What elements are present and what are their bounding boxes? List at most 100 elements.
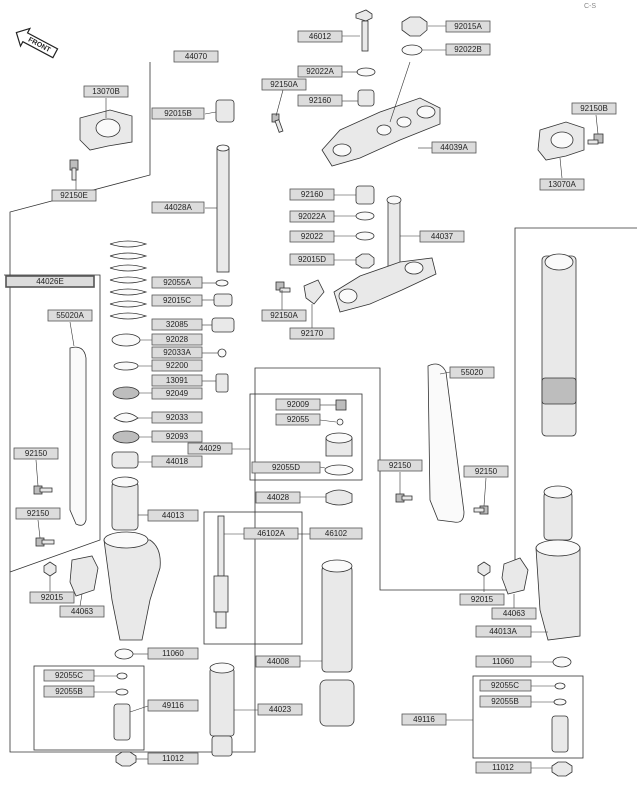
label-92150-l2: 92150 bbox=[15, 507, 61, 520]
label-92150-l1: 92150 bbox=[13, 447, 59, 460]
svg-text:44018: 44018 bbox=[166, 457, 189, 466]
svg-text:92049: 92049 bbox=[166, 389, 189, 398]
svg-text:44029: 44029 bbox=[199, 444, 222, 453]
part-44037 bbox=[333, 195, 437, 313]
part-46012 bbox=[355, 9, 373, 52]
part-92015B bbox=[215, 99, 235, 123]
part-44023 bbox=[209, 662, 235, 757]
svg-text:92022A: 92022A bbox=[298, 212, 326, 221]
label-44029: 44029 bbox=[187, 442, 233, 455]
svg-text:46102A: 46102A bbox=[257, 529, 285, 538]
svg-text:92022B: 92022B bbox=[454, 45, 482, 54]
label-44039A: 44039A bbox=[431, 141, 477, 154]
svg-text:92150E: 92150E bbox=[60, 191, 88, 200]
svg-text:92015C: 92015C bbox=[163, 296, 191, 305]
label-92015D: 92015D bbox=[289, 253, 335, 266]
part-drawings bbox=[33, 9, 604, 777]
part-92015D bbox=[355, 253, 375, 269]
label-92055A: 92055A bbox=[151, 276, 203, 289]
svg-text:92009: 92009 bbox=[287, 400, 310, 409]
svg-text:44039A: 44039A bbox=[440, 143, 468, 152]
label-92055C-r: 92055C bbox=[479, 679, 532, 692]
label-92033A: 92033A bbox=[151, 346, 203, 359]
label-92022A-mid: 92022A bbox=[289, 210, 335, 223]
part-92033 bbox=[113, 412, 139, 423]
part-92150A-mid bbox=[275, 281, 291, 293]
part-44029 bbox=[324, 399, 354, 476]
label-44026E: 44026E bbox=[5, 275, 95, 288]
label-46102A: 46102A bbox=[243, 527, 299, 540]
part-44013-left bbox=[111, 476, 139, 531]
label-11060-l: 11060 bbox=[147, 647, 199, 660]
svg-text:92160: 92160 bbox=[301, 190, 324, 199]
label-92055B-r: 92055B bbox=[479, 695, 532, 708]
part-32085 bbox=[211, 317, 235, 333]
label-49116-r: 49116 bbox=[401, 713, 447, 726]
svg-text:13070B: 13070B bbox=[92, 87, 120, 96]
label-13091: 13091 bbox=[151, 374, 203, 387]
label-92160-mid: 92160 bbox=[289, 188, 335, 201]
label-92015A: 92015A bbox=[445, 20, 491, 33]
part-92022 bbox=[355, 231, 375, 241]
label-92022B: 92022B bbox=[445, 43, 491, 56]
svg-text:92033A: 92033A bbox=[163, 348, 191, 357]
label-92160-top: 92160 bbox=[297, 94, 343, 107]
label-13070A: 13070A bbox=[539, 178, 585, 191]
part-92200 bbox=[113, 361, 139, 371]
svg-text:44013A: 44013A bbox=[489, 627, 517, 636]
part-13070B bbox=[69, 109, 133, 181]
svg-text:46012: 46012 bbox=[309, 32, 332, 41]
svg-text:92055B: 92055B bbox=[491, 697, 519, 706]
part-11012-right bbox=[551, 761, 573, 777]
part-92015C bbox=[213, 293, 233, 307]
svg-text:44026E: 44026E bbox=[36, 277, 64, 286]
label-92015-r: 92015 bbox=[459, 593, 505, 606]
label-44063-l: 44063 bbox=[59, 605, 105, 618]
part-92022B bbox=[401, 44, 423, 56]
corner-code: C-S bbox=[584, 3, 596, 10]
part-92022A-mid bbox=[355, 211, 375, 221]
svg-text:44023: 44023 bbox=[269, 705, 292, 714]
label-92055C-l: 92055C bbox=[43, 669, 95, 682]
label-92055D: 92055D bbox=[251, 461, 321, 474]
svg-text:92150B: 92150B bbox=[580, 104, 608, 113]
svg-text:92028: 92028 bbox=[166, 335, 189, 344]
label-44013: 44013 bbox=[147, 509, 199, 522]
svg-text:11060: 11060 bbox=[492, 657, 514, 666]
svg-text:92150: 92150 bbox=[389, 461, 412, 470]
svg-text:92055: 92055 bbox=[287, 415, 310, 424]
svg-text:13091: 13091 bbox=[166, 376, 189, 385]
svg-text:92200: 92200 bbox=[166, 361, 189, 370]
label-55020: 55020 bbox=[449, 366, 495, 379]
svg-text:92055C: 92055C bbox=[55, 671, 83, 680]
label-92022: 92022 bbox=[289, 230, 335, 243]
label-92170: 92170 bbox=[289, 327, 335, 340]
svg-text:92093: 92093 bbox=[166, 432, 189, 441]
svg-text:92015D: 92015D bbox=[298, 255, 326, 264]
label-92150B: 92150B bbox=[571, 102, 617, 115]
part-44063-left bbox=[69, 555, 99, 597]
svg-text:92022A: 92022A bbox=[306, 67, 334, 76]
svg-text:11060: 11060 bbox=[162, 649, 184, 658]
label-92015C: 92015C bbox=[151, 294, 203, 307]
label-44070: 44070 bbox=[173, 50, 219, 63]
label-92015B: 92015B bbox=[151, 107, 205, 120]
part-11012-left bbox=[115, 751, 137, 767]
svg-text:92170: 92170 bbox=[301, 329, 324, 338]
svg-text:92150A: 92150A bbox=[270, 80, 298, 89]
label-92055B-l: 92055B bbox=[43, 685, 95, 698]
svg-text:92160: 92160 bbox=[309, 96, 332, 105]
svg-text:92015A: 92015A bbox=[454, 22, 482, 31]
part-92150A-top bbox=[271, 113, 284, 133]
label-92150-r2: 92150 bbox=[463, 465, 509, 478]
label-44028: 44028 bbox=[255, 491, 301, 504]
svg-text:44063: 44063 bbox=[503, 609, 526, 618]
part-49116-right bbox=[551, 682, 569, 753]
part-13070A bbox=[537, 121, 604, 161]
svg-text:44063: 44063 bbox=[71, 607, 94, 616]
part-44028A bbox=[216, 144, 230, 273]
svg-text:44008: 44008 bbox=[267, 657, 290, 666]
label-92200: 92200 bbox=[151, 359, 203, 372]
label-11012-r: 11012 bbox=[475, 761, 532, 774]
